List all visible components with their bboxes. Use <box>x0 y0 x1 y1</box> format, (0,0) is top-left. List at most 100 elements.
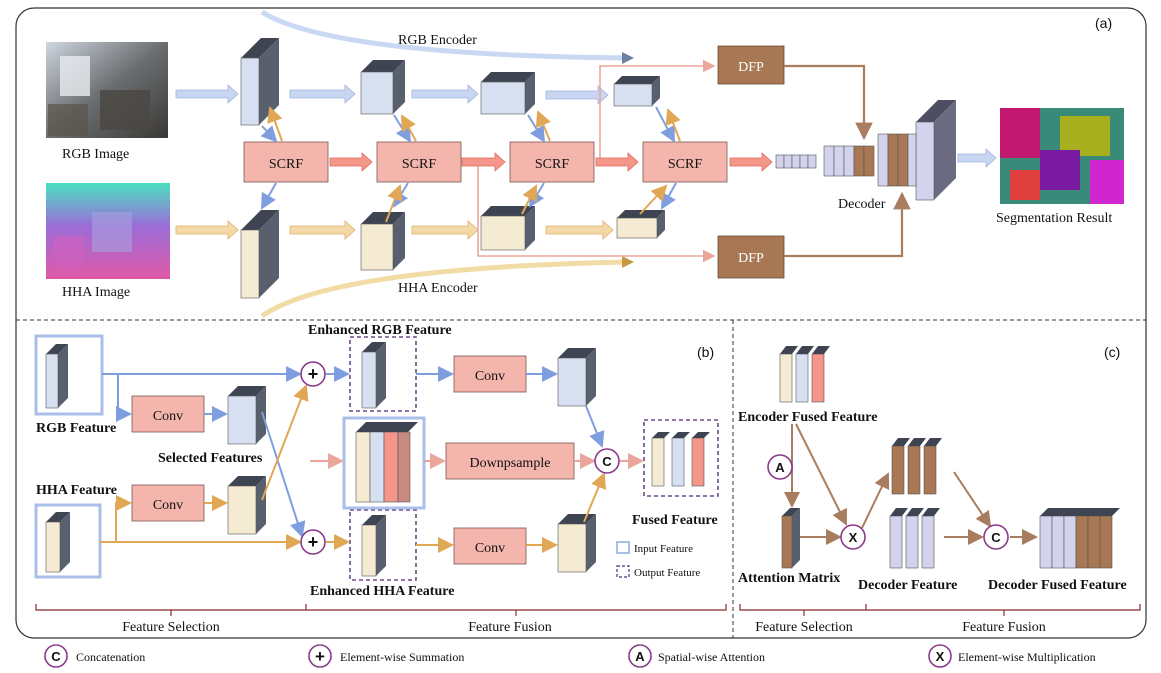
selected-feature-hha <box>227 476 266 535</box>
hha-encoder-block-3 <box>480 206 535 251</box>
rgb-encoder-arrowhead <box>622 52 634 64</box>
b-feature-selection-label: Feature Selection <box>122 620 220 635</box>
scrf-block-2: SCRF <box>376 141 462 183</box>
conv-rgb-box: Conv <box>131 395 205 433</box>
selected-features-label: Selected Features <box>158 451 263 466</box>
legend-multiplication: X Element-wise Multiplication <box>928 644 1096 668</box>
c-feature-fusion-label: Feature Fusion <box>962 620 1046 635</box>
segmentation-result-image <box>1000 108 1124 204</box>
dfp-decoder-lines <box>784 64 911 258</box>
scrf-block-4: SCRF <box>642 141 728 183</box>
input-feature-legend-label: Input Feature <box>634 543 693 555</box>
hha-encoder-arrowhead <box>622 256 634 268</box>
stacked-input-feature <box>342 416 426 510</box>
panel-c-arrows <box>784 423 1038 545</box>
fused-feature-block <box>643 419 719 497</box>
dfp-top-label: DFP <box>738 60 764 75</box>
hha-encoder-label: HHA Encoder <box>398 281 478 296</box>
rgb-encoder-block-3 <box>480 72 535 115</box>
hha-flow-arrows <box>175 220 614 240</box>
rgb-encoder-block-1 <box>240 38 279 126</box>
scrf-connector-arrows <box>260 106 681 223</box>
rgb-encoder-label: RGB Encoder <box>398 33 477 48</box>
decoder-fused-label: Decoder Fused Feature <box>988 578 1127 593</box>
attention-matrix-label: Attention Matrix <box>738 571 840 586</box>
sum-operator-top: + <box>300 361 326 387</box>
b-feature-fusion-label: Feature Fusion <box>468 620 552 635</box>
conv-rgb-label: Conv <box>153 409 183 424</box>
rgb-feature-block <box>34 334 104 416</box>
dfp-block-top: DFP <box>717 45 785 85</box>
svg-text:X: X <box>936 649 945 664</box>
legend-summation: + Element-wise Summation <box>308 644 464 668</box>
panel-c-tag: (c) <box>1104 344 1120 360</box>
attention-matrix-block <box>781 508 800 569</box>
hha-encoder-block-1 <box>240 210 279 299</box>
output-feature-legend-label: Output Feature <box>634 567 700 579</box>
panel-a-tag: (a) <box>1095 15 1112 31</box>
rgb-image <box>46 42 168 138</box>
enhanced-rgb-label: Enhanced RGB Feature <box>308 323 452 338</box>
concat-operator-c: C <box>983 524 1009 550</box>
hha-feature-label: HHA Feature <box>36 483 117 498</box>
encoder-fused-feature-block <box>779 346 830 403</box>
svg-text:X: X <box>849 530 858 545</box>
sum-operator-bottom: + <box>300 529 326 555</box>
panel-b-arrows <box>100 366 644 553</box>
svg-text:+: + <box>315 647 325 666</box>
scrf-2-label: SCRF <box>402 157 436 172</box>
dfp-feed-lines <box>477 59 716 263</box>
rgb-encoder-block-4 <box>613 76 660 107</box>
panel-b-brackets <box>35 604 727 616</box>
selected-feature-rgb <box>227 386 266 445</box>
c-feature-selection-label: Feature Selection <box>755 620 853 635</box>
svg-text:+: + <box>308 532 319 552</box>
hha-image <box>46 183 170 279</box>
svg-text:A: A <box>635 649 645 664</box>
hha-image-label: HHA Image <box>62 285 130 300</box>
scrf-3-label: SCRF <box>535 157 569 172</box>
scrf-block-3: SCRF <box>509 141 595 183</box>
hha-feature-block <box>34 503 102 579</box>
legend-spatial-attention: A Spatial-wise Attention <box>628 644 765 668</box>
rgb-feature-label: RGB Feature <box>36 421 116 436</box>
enhanced-hha-block <box>349 509 417 581</box>
rgb-flow-arrows <box>175 84 997 168</box>
conv-hha-label: Conv <box>153 498 183 513</box>
conv-enh-hha-label: Conv <box>475 541 505 556</box>
legend-multiplication-label: Element-wise Multiplication <box>958 650 1096 664</box>
concat-operator-b: C <box>594 448 620 474</box>
scrf-1-label: SCRF <box>269 157 303 172</box>
legend-spatial-attention-label: Spatial-wise Attention <box>658 650 765 664</box>
encoder-fused-label: Encoder Fused Feature <box>738 410 877 425</box>
svg-text:+: + <box>308 364 319 384</box>
dfp-block-bottom: DFP <box>717 235 785 279</box>
conv-rgb-output <box>557 348 596 407</box>
decoder-fused-feature-block <box>1039 508 1120 569</box>
panel-c-brackets <box>739 604 1141 616</box>
conv-hha-box: Conv <box>131 484 205 522</box>
enhanced-rgb-block <box>349 336 417 412</box>
hha-encoder-curve <box>260 259 629 319</box>
scrf-4-label: SCRF <box>668 157 702 172</box>
segmentation-result-label: Segmentation Result <box>996 211 1112 226</box>
decoder-label: Decoder <box>838 197 886 212</box>
enhanced-hha-label: Enhanced HHA Feature <box>310 584 454 599</box>
attention-operator: A <box>767 454 793 480</box>
decoder-stack <box>775 100 956 201</box>
encoder-brown-stack <box>891 438 942 495</box>
fused-feature-label: Fused Feature <box>632 513 718 528</box>
decoder-feature-block <box>889 508 940 569</box>
downsample-label: Downpsample <box>470 456 551 471</box>
input-feature-legend-swatch <box>616 541 630 554</box>
downsample-box: Downpsample <box>445 442 575 480</box>
hha-encoder-block-2 <box>360 212 405 271</box>
conv-enh-hha-box: Conv <box>453 527 527 565</box>
decoder-feature-label: Decoder Feature <box>858 578 957 593</box>
conv-hha-output <box>557 514 596 573</box>
svg-text:C: C <box>991 530 1001 545</box>
scrf-flow-arrows <box>329 152 773 172</box>
svg-text:C: C <box>51 649 61 664</box>
